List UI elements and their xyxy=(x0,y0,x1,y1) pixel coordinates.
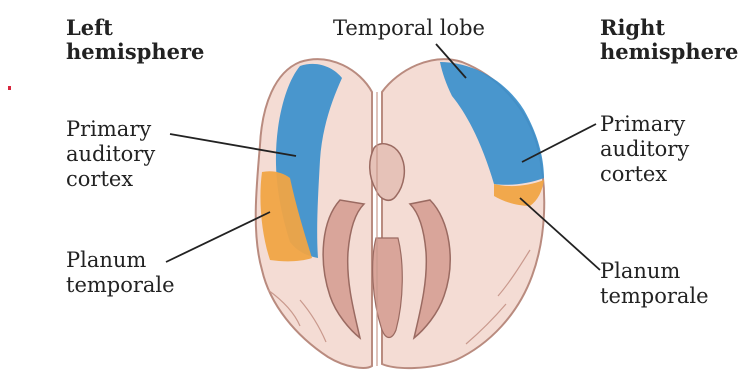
label-primary-auditory-cortex-right: Primary auditory cortex xyxy=(600,112,689,187)
label-pac-right-line-3: cortex xyxy=(600,162,689,187)
label-pac-right-line-1: Primary xyxy=(600,112,689,137)
label-left-hemisphere-line-2: hemisphere xyxy=(66,40,204,64)
label-planum-temporale-right: Planum temporale xyxy=(600,259,709,309)
label-temporal-lobe-text: Temporal lobe xyxy=(333,16,485,40)
label-pac-right-line-2: auditory xyxy=(600,137,689,162)
label-pac-left-line-1: Primary xyxy=(66,117,155,142)
label-pt-right-line-1: Planum xyxy=(600,259,709,284)
label-temporal-lobe: Temporal lobe xyxy=(333,16,485,41)
central-ventricle xyxy=(370,144,405,201)
red-mark xyxy=(8,86,11,90)
label-pac-left-line-3: cortex xyxy=(66,167,155,192)
label-left-hemisphere-line-1: Left xyxy=(66,16,204,40)
label-pt-left-line-2: temporale xyxy=(66,273,175,298)
label-pt-right-line-2: temporale xyxy=(600,284,709,309)
label-right-hemisphere: Right hemisphere xyxy=(600,16,738,64)
label-primary-auditory-cortex-left: Primary auditory cortex xyxy=(66,117,155,192)
label-right-hemisphere-line-1: Right xyxy=(600,16,738,40)
label-pac-left-line-2: auditory xyxy=(66,142,155,167)
label-planum-temporale-left: Planum temporale xyxy=(66,248,175,298)
label-pt-left-line-1: Planum xyxy=(66,248,175,273)
label-left-hemisphere: Left hemisphere xyxy=(66,16,204,64)
label-right-hemisphere-line-2: hemisphere xyxy=(600,40,738,64)
leader-pt-left xyxy=(166,212,270,262)
